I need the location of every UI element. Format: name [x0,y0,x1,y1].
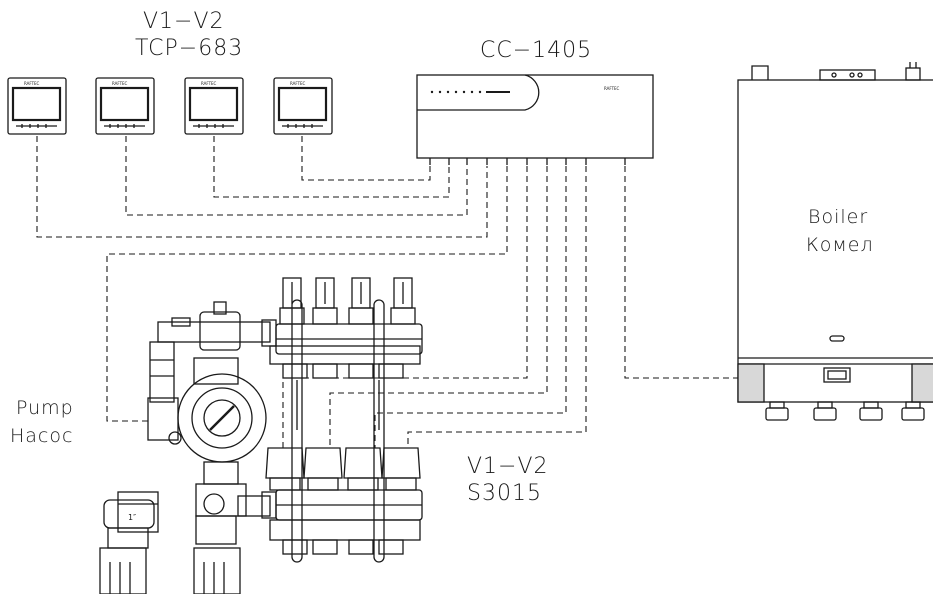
boiler-unit [737,62,933,421]
actuator-3 [343,447,383,491]
thermostat-2: RAFTEC [95,77,155,135]
thermostat-4: RAFTEC [273,77,333,135]
thermostat-brand: RAFTEC [112,81,128,86]
thermostat-label-line2: TCP−683 [135,36,244,61]
actuator-label-line1: V1−V2 [467,454,549,479]
thermostat-brand: RAFTEC [290,81,306,86]
manifold-top [261,277,423,379]
actuator-1 [265,447,305,491]
thermostat-brand: RAFTEC [24,81,40,86]
pump-assembly: 1″ [99,301,271,594]
mounting-brackets [291,299,385,563]
controller-label: CC−1405 [480,38,593,63]
pump-label-ru: Насос [10,425,74,447]
actuator-label-line2: S3015 [467,481,542,506]
fitting-mark: 1″ [128,513,136,522]
boiler-label-ru: Комел [806,234,874,256]
boiler-label-en: Boiler [808,206,869,228]
pump-label-en: Pump [16,397,74,419]
manifold-bottom [261,489,423,555]
thermostat-brand: RAFTEC [201,81,217,86]
actuator-4 [381,447,421,491]
thermostat-3: RAFTEC [184,77,244,135]
actuator-2 [303,447,343,491]
controller-brand: RAFTEC [604,86,620,91]
thermostat-1: RAFTEC [7,77,67,135]
thermostat-label-line1: V1−V2 [143,9,225,34]
controller-box: RAFTEC [416,74,654,165]
dashed-wiring [36,136,738,448]
